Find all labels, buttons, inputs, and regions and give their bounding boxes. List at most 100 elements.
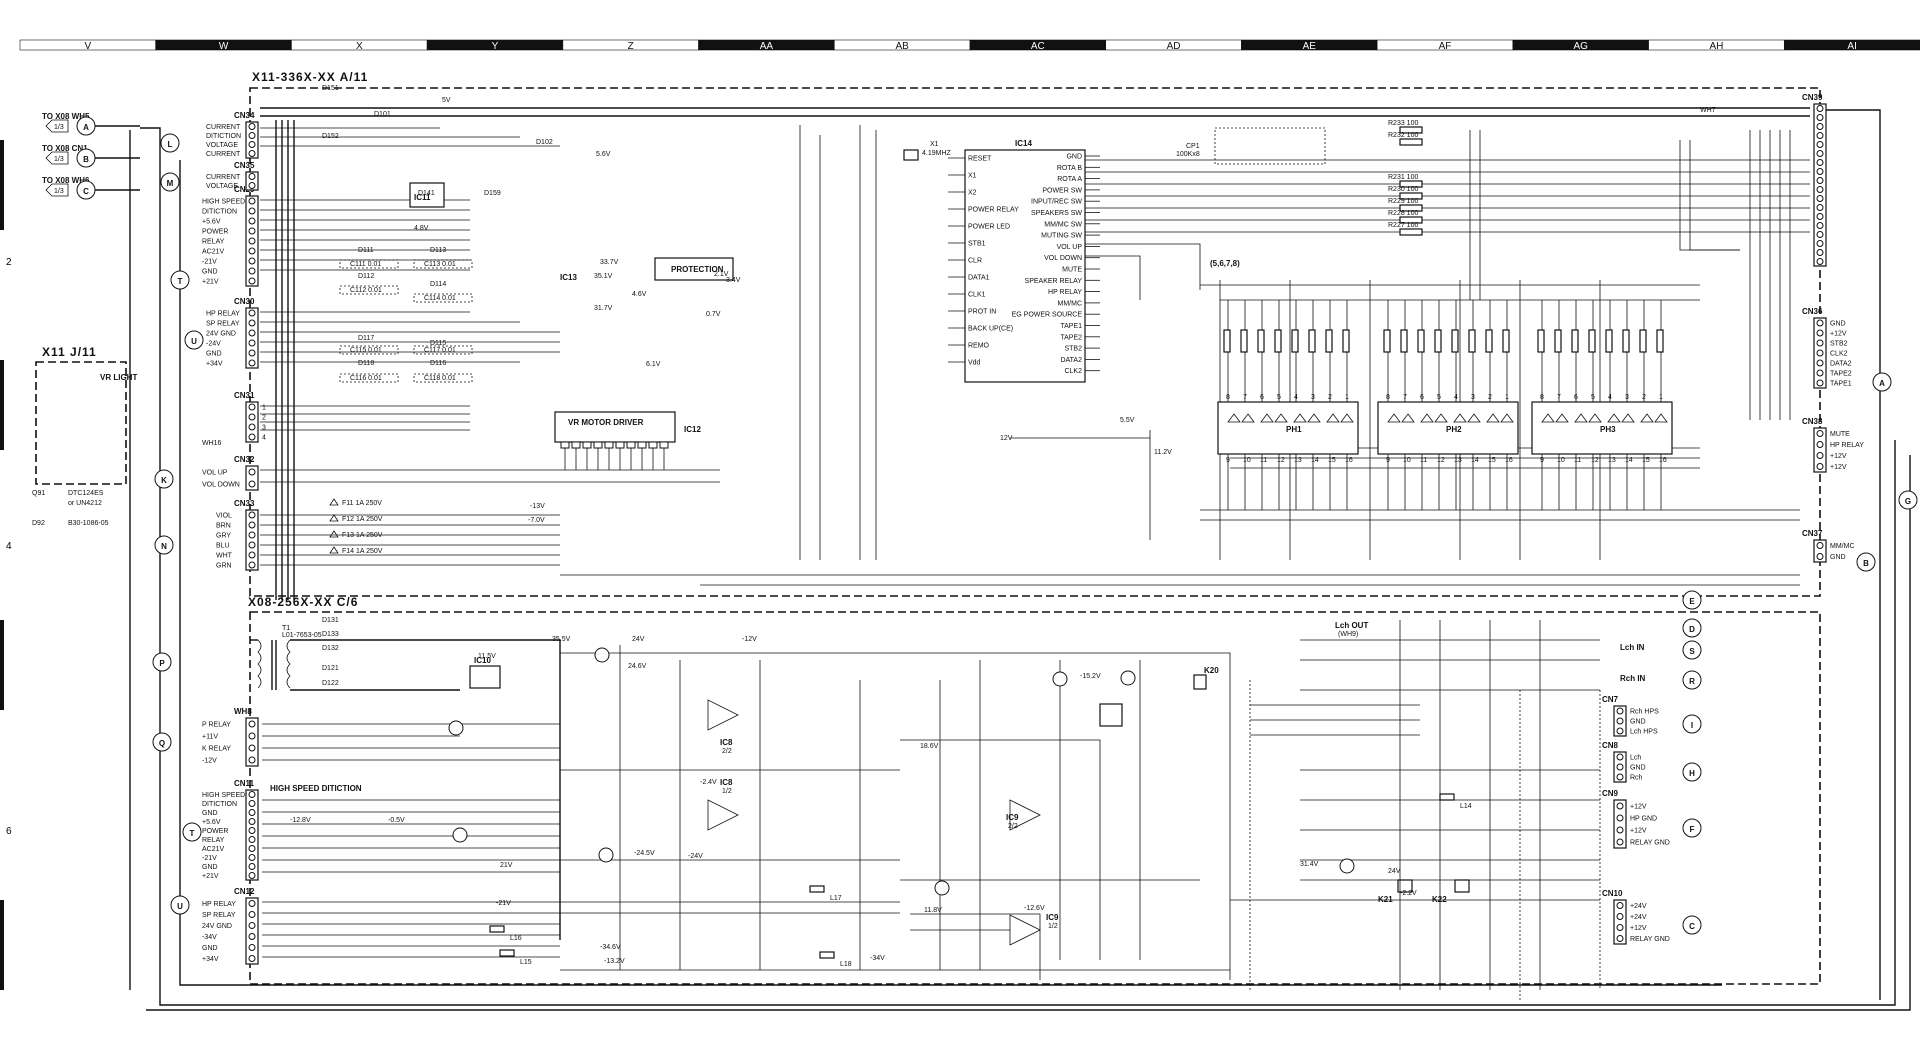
connector-cn33-pin-1: BRN xyxy=(216,523,231,530)
ic14-right-pin-7: MUTING SW xyxy=(1041,233,1082,240)
connector-cn36-pin-5: TAPE2 xyxy=(1830,371,1852,378)
diode-17: D141 xyxy=(418,190,435,197)
lch-in-label: Lch IN xyxy=(1620,643,1645,652)
left-circle-4-text: K xyxy=(161,476,167,485)
diode-cap-grid: D111D112D113D114D115D116D117D118D131D133… xyxy=(322,85,553,687)
ph-pin-bot-ph1-1: 10 xyxy=(1243,457,1251,464)
ic14-right-pin-14: EG POWER SOURCE xyxy=(1012,312,1083,319)
left-circle-7: Q xyxy=(152,732,172,752)
voltage-36: 11.8V xyxy=(924,907,942,914)
connector-cn12-pin-1: SP RELAY xyxy=(202,912,236,919)
connector-cn30-pin-2: 24V GND xyxy=(206,331,236,338)
connector-cn39: CN39 xyxy=(1802,93,1827,267)
voltage-15: 11.2V xyxy=(1154,449,1172,456)
ic14-right-pin-13: MM/MC xyxy=(1058,300,1083,307)
grid-label-AD: AD xyxy=(1167,41,1181,52)
ref-arrow-a xyxy=(45,119,69,133)
ic14-right-pin-6: MM/MC SW xyxy=(1044,221,1082,228)
left-circle-5-text: N xyxy=(161,542,167,551)
diode-16: D102 xyxy=(536,139,553,146)
connector-cn33-pin-0: VIOL xyxy=(216,513,232,520)
voltage-23: -24V xyxy=(688,853,703,860)
connector-cn38-pin-0: MUTE xyxy=(1830,431,1850,438)
photocouplers: PH189710611512413314215116PH289710611512… xyxy=(1217,300,1673,510)
connector-cn32-pin-1: VOL DOWN xyxy=(202,482,240,489)
transistor-4 xyxy=(1120,670,1136,686)
power-wire-50 xyxy=(910,913,1041,980)
connector-cn11-pin-2: GND xyxy=(202,810,218,817)
grid-label-AA: AA xyxy=(760,41,774,52)
connector-cn8-pin-1: GND xyxy=(1630,765,1646,772)
ic14-right-pin-11: SPEAKER RELAY xyxy=(1025,278,1083,285)
connector-cn35-pin-0: CURRENT xyxy=(206,174,241,181)
ic14-right-pin-9: VOL DOWN xyxy=(1044,255,1082,262)
connector-cn35-label: CN35 xyxy=(234,161,255,170)
right-circle-5: S xyxy=(1682,640,1702,660)
right-circle-4-text: D xyxy=(1689,625,1695,634)
transistor-6 xyxy=(452,827,468,843)
ref-to-x08-wh6: TO X08 WH6 xyxy=(42,176,90,185)
resistor-6: R227 100 xyxy=(1388,222,1418,229)
opamp-ic9-a: IC9 2/2 xyxy=(1006,799,1041,831)
right-circle-3: E xyxy=(1682,590,1702,610)
connector-wh8-pin-3: -12V xyxy=(202,758,217,765)
voltage-11: 4.6V xyxy=(632,291,647,298)
right-circle-10-text: C xyxy=(1689,922,1695,931)
ref-circle-a-text: A xyxy=(83,123,89,132)
voltage-19: 35.5V xyxy=(552,636,571,643)
ic14-left-pin-9: PROT IN xyxy=(968,309,996,316)
q91-part: DTC124ES xyxy=(68,490,104,497)
connector-cn29-pin-5: AC21V xyxy=(202,249,225,256)
grid-label-AF: AF xyxy=(1439,41,1452,52)
diode-10: D132 xyxy=(322,645,339,652)
outer-wires xyxy=(129,109,1911,1011)
cap-7: C118 0.01 xyxy=(424,375,456,382)
ph-pin-bot-ph2-6: 15 xyxy=(1488,457,1496,464)
diode-0: D111 xyxy=(358,247,374,254)
voltage-29: -34.6V xyxy=(600,944,621,951)
voltage-35: -12.6V xyxy=(1024,905,1045,912)
cp1-val: 100Kx8 xyxy=(1176,151,1200,158)
connector-cn10-label: CN10 xyxy=(1602,889,1623,898)
photocoupler-ph2-label: PH2 xyxy=(1446,425,1462,434)
crystal-x1: X1 4.19MHZ xyxy=(903,141,952,161)
connector-wh8-label: WH8 xyxy=(234,707,252,716)
diode-4: D115 xyxy=(430,340,446,347)
ic14-left-pin-7: DATA1 xyxy=(968,275,990,282)
left-circle-2-text: T xyxy=(178,277,183,286)
ref-circle-c: C xyxy=(76,180,96,200)
grid-cell-AI xyxy=(1783,39,1920,51)
diode-3: D114 xyxy=(430,281,446,288)
diode-11: D121 xyxy=(322,665,339,672)
connector-cn33-pin-5: GRN xyxy=(216,563,232,570)
right-circle-4: D xyxy=(1682,618,1702,638)
ic9b-label: IC9 xyxy=(1046,913,1059,922)
connector-cn33-pin-4: WHT xyxy=(216,553,233,560)
ic9a-label: IC9 xyxy=(1006,813,1019,822)
connector-cn34-label: CN34 xyxy=(234,111,255,120)
left-circle-8-text: T xyxy=(190,829,195,838)
ic14-left-pin-6: CLR xyxy=(968,258,982,265)
voltage-12: 4.8V xyxy=(414,225,429,232)
connector-cn32-pin-0: VOL UP xyxy=(202,470,228,477)
cap-3: C114 0.01 xyxy=(424,295,456,302)
resistor-1: R232 100 xyxy=(1388,132,1418,139)
diode-1: D112 xyxy=(358,273,374,280)
connector-cn30-pin-4: GND xyxy=(206,351,222,358)
ph-pin-bot-ph2-3: 12 xyxy=(1437,457,1445,464)
cap-0: C111 0.01 xyxy=(350,261,381,268)
diode-13: D151 xyxy=(322,85,339,92)
connector-cn12-label: CN12 xyxy=(234,887,255,896)
connector-cn31-pin-1: 2 xyxy=(262,415,266,422)
k21-label: K21 xyxy=(1378,895,1393,904)
transformer-t1: T1 L01-7653-05 xyxy=(257,625,322,690)
voltage-3: 35.1V xyxy=(594,273,613,280)
ph-pin-bot-ph2-7: 16 xyxy=(1505,457,1513,464)
